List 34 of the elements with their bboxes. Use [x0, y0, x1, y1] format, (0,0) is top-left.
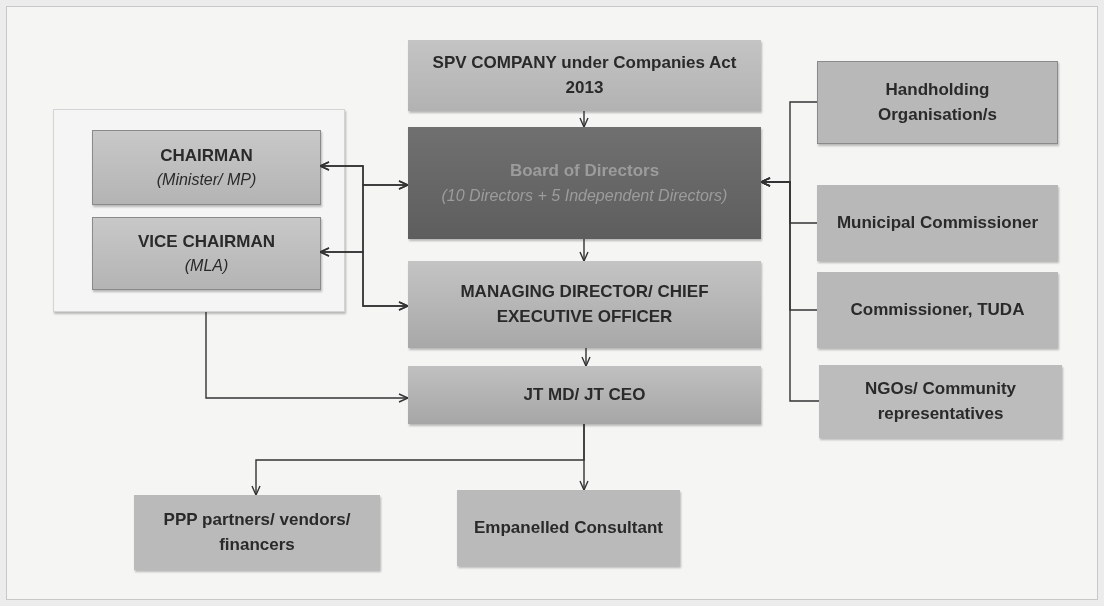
- box-subtitle: (MLA): [184, 256, 229, 277]
- process-box: [408, 366, 761, 424]
- box-title: SPV COMPANY under Companies Act 2013: [431, 51, 738, 99]
- connector-arrow: [205, 311, 409, 403]
- process-box: [92, 130, 321, 205]
- connector-arrow: [579, 238, 589, 262]
- group-frame: [53, 109, 345, 312]
- process-box: [817, 272, 1058, 348]
- process-box: [457, 490, 680, 566]
- box-title: Empanelled Consultant: [474, 516, 663, 539]
- process-box: [408, 40, 761, 111]
- box-title: Handholding Organisation/s: [877, 78, 998, 126]
- connector-arrow: [579, 110, 589, 128]
- box-title: VICE CHAIRMAN: [138, 230, 275, 253]
- process-box: [817, 61, 1058, 144]
- connector-arrow: [319, 247, 409, 311]
- connector-arrow: [760, 177, 820, 402]
- box-title: Municipal Commissioner: [836, 211, 1039, 234]
- process-box: [819, 365, 1062, 438]
- process-box: [408, 127, 761, 239]
- connector-arrow: [579, 423, 589, 491]
- process-box: [134, 495, 380, 570]
- box-subtitle: (10 Directors + 5 Independent Directors): [441, 185, 728, 206]
- process-box: [92, 217, 321, 290]
- box-title: JT MD/ JT CEO: [523, 383, 646, 406]
- box-title: MANAGING DIRECTOR/ CHIEF EXECUTIVE OFFICER: [459, 280, 710, 328]
- box-title: NGOs/ Community representatives: [863, 377, 1018, 425]
- connector-arrow: [581, 347, 591, 367]
- process-box: [817, 185, 1058, 261]
- box-title: CHAIRMAN: [160, 144, 253, 167]
- box-title: PPP partners/ vendors/ financers: [162, 508, 352, 556]
- process-box: [408, 261, 761, 348]
- box-subtitle: (Minister/ MP): [156, 170, 257, 191]
- box-title: Commissioner, TUDA: [850, 298, 1025, 321]
